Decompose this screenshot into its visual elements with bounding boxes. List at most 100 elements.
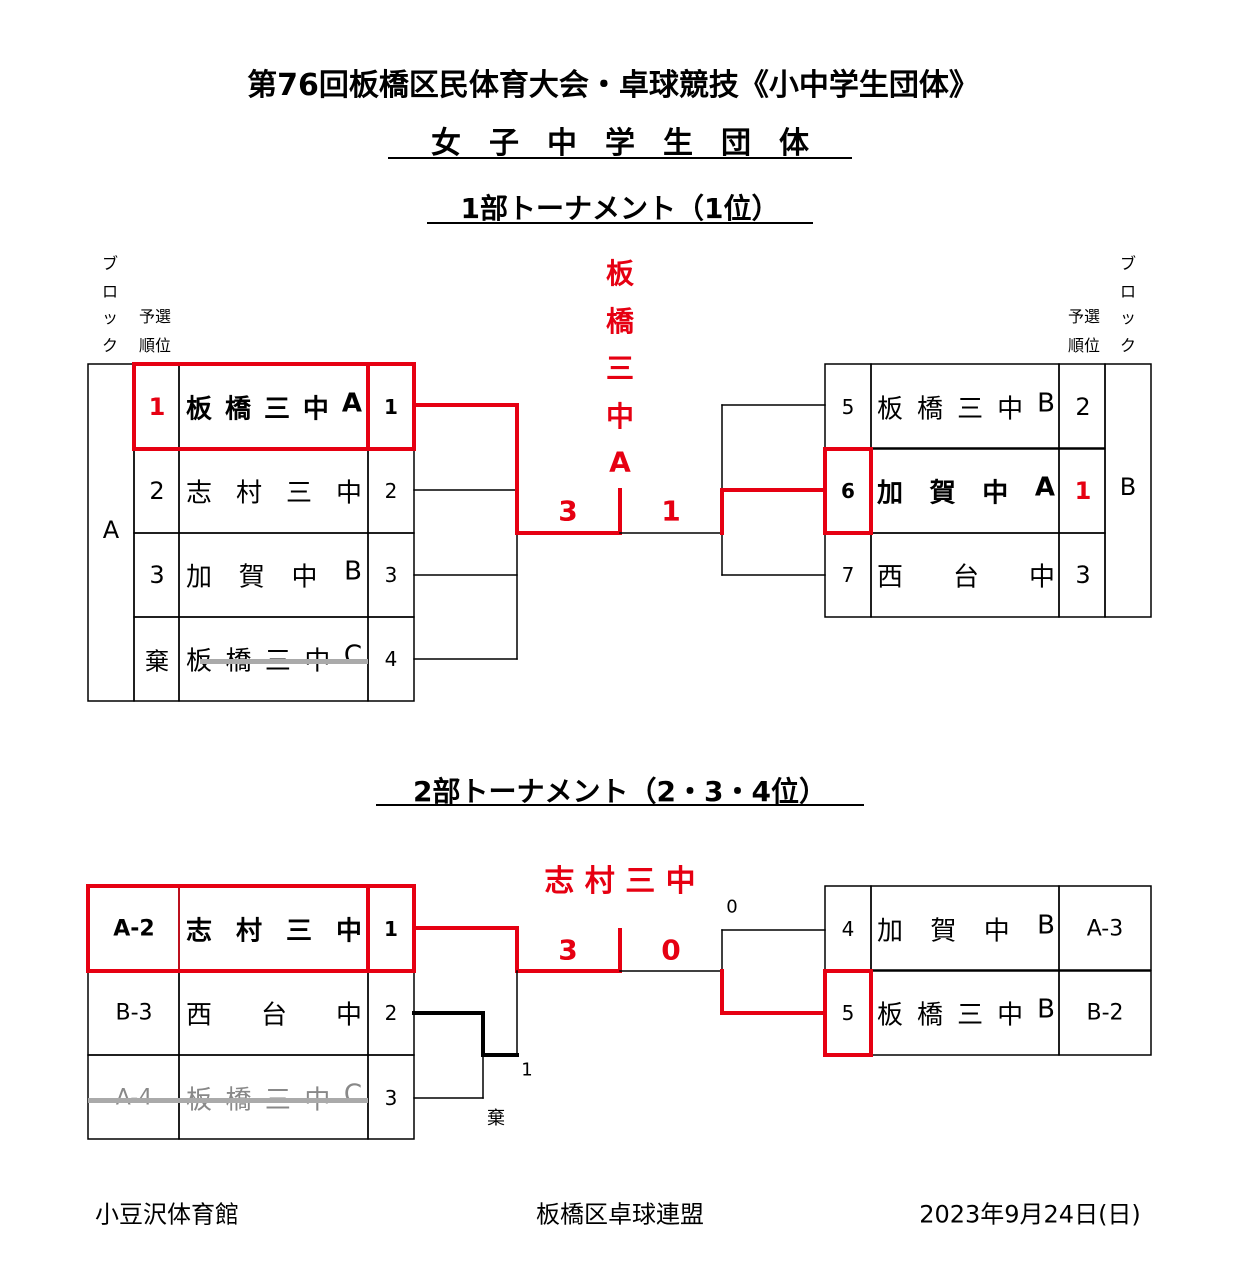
team-name-char: 三	[263, 394, 290, 424]
withdrawn-strikethrough	[200, 659, 368, 664]
champion-char: 中	[605, 399, 635, 433]
team-name-char: 三	[285, 916, 312, 946]
table-cell	[1058, 970, 1152, 1056]
team-name-char: A	[341, 388, 362, 418]
team-name-char: 橋	[917, 394, 944, 424]
team-name-char: 賀	[929, 478, 956, 509]
team-name-char: B	[1037, 994, 1055, 1025]
team-name-char: 中	[335, 1000, 362, 1031]
table-cell	[1058, 363, 1106, 449]
team-name-char: 板	[877, 394, 904, 424]
team-name: 志村三中	[186, 910, 362, 947]
block-header-right: ッ	[1119, 308, 1137, 327]
team-name-char: 橋	[917, 1000, 944, 1031]
divider	[427, 222, 813, 224]
seed-number: 5	[841, 1001, 855, 1025]
group-rank: B-3	[115, 1000, 153, 1026]
team-name-char: 西	[877, 562, 904, 593]
block-label-a: A	[102, 516, 120, 544]
footer-organizer: 板橋区卓球連盟	[536, 1200, 704, 1229]
seed-number: 2	[384, 1001, 398, 1025]
block-header-left: ク	[101, 336, 119, 355]
block-label-b: B	[1119, 473, 1137, 501]
team-name-char: 板	[877, 1000, 904, 1031]
group-rank: A-2	[113, 916, 155, 941]
section2-title: 2部トーナメント（2・3・4位）	[413, 775, 827, 808]
team-name-char: 中	[982, 478, 1009, 509]
team-name-char: 村	[235, 916, 262, 946]
team-name-char: 中	[335, 478, 362, 509]
seed-number: 6	[841, 479, 855, 503]
team-name-char: 加	[877, 916, 904, 946]
team-name-char: 賀	[930, 916, 957, 946]
match-score: 1	[521, 1059, 533, 1081]
rank-header-left: 予選	[138, 307, 172, 326]
team-name-char: 志	[186, 478, 213, 509]
team-name-char: 中	[997, 394, 1024, 424]
team-name-char: 中	[1028, 562, 1055, 593]
withdrawn-strikethrough	[88, 1097, 368, 1103]
match-score: 0	[726, 896, 738, 918]
team-name-char: 板	[186, 394, 213, 424]
team-name: 志村三中	[186, 473, 362, 510]
block-header-left: ッ	[101, 308, 119, 327]
section1-title: 1部トーナメント（1位）	[460, 192, 780, 225]
team-name-char: 加	[877, 478, 904, 509]
team-name: 西台中	[186, 995, 362, 1032]
team-name-char: B	[1037, 388, 1055, 418]
rank-header-right: 順位	[1067, 336, 1101, 355]
team-name-char: 中	[291, 562, 318, 593]
champion-char: A	[609, 445, 631, 479]
team-name-char: 台	[952, 562, 979, 593]
block-header-right: ロ	[1119, 282, 1137, 301]
seed-number: 3	[384, 1085, 398, 1110]
prelim-rank: 3	[1075, 561, 1091, 589]
seed-number: 1	[384, 394, 398, 419]
prelim-rank: 1	[148, 392, 166, 421]
team-name-char: 台	[260, 1000, 287, 1031]
team-name-char: 中	[302, 394, 329, 424]
prelim-rank: 3	[149, 561, 165, 589]
divider	[388, 157, 852, 159]
table-cell	[1058, 532, 1106, 618]
team-name-char: 西	[186, 1000, 213, 1031]
team-name-char: 志	[186, 916, 213, 946]
block-header-left: ロ	[101, 282, 119, 301]
prelim-rank: 棄	[145, 647, 169, 676]
team-name-char: 中	[335, 916, 362, 946]
group-rank: B-2	[1086, 1000, 1124, 1026]
table-cell	[367, 1054, 415, 1140]
seed-number: 3	[384, 563, 398, 587]
team-name-char: 三	[957, 1000, 984, 1031]
champion-char: 橋	[605, 304, 635, 338]
division-title: 女子中学生団体	[431, 126, 837, 161]
seed-number: 4	[384, 647, 398, 671]
seed-number: 7	[841, 563, 855, 587]
rank-header-left: 順位	[138, 336, 172, 355]
rank-header-right: 予選	[1067, 307, 1101, 326]
group-rank: A-3	[1086, 916, 1124, 941]
footer-venue: 小豆沢体育館	[95, 1200, 239, 1229]
prelim-rank: 2	[149, 477, 165, 505]
seed-number: 5	[841, 394, 855, 419]
score-right: 0	[661, 933, 681, 967]
team-name-char: B	[344, 556, 362, 587]
prelim-rank: 2	[1075, 392, 1091, 421]
footer-date: 2023年9月24日(日)	[919, 1200, 1141, 1229]
block-header-left: ブ	[101, 254, 119, 273]
team-name-char: 中	[997, 1000, 1024, 1031]
event-title: 第76回板橋区民体育大会・卓球競技《小中学生団体》	[247, 68, 979, 103]
seed-number: 4	[841, 916, 855, 941]
team-name-char: 三	[957, 394, 984, 424]
team-name: 西台中	[877, 557, 1055, 594]
team-name-char: 村	[235, 478, 262, 509]
team-name-char: 中	[983, 916, 1010, 946]
seed-number: 1	[384, 916, 398, 941]
